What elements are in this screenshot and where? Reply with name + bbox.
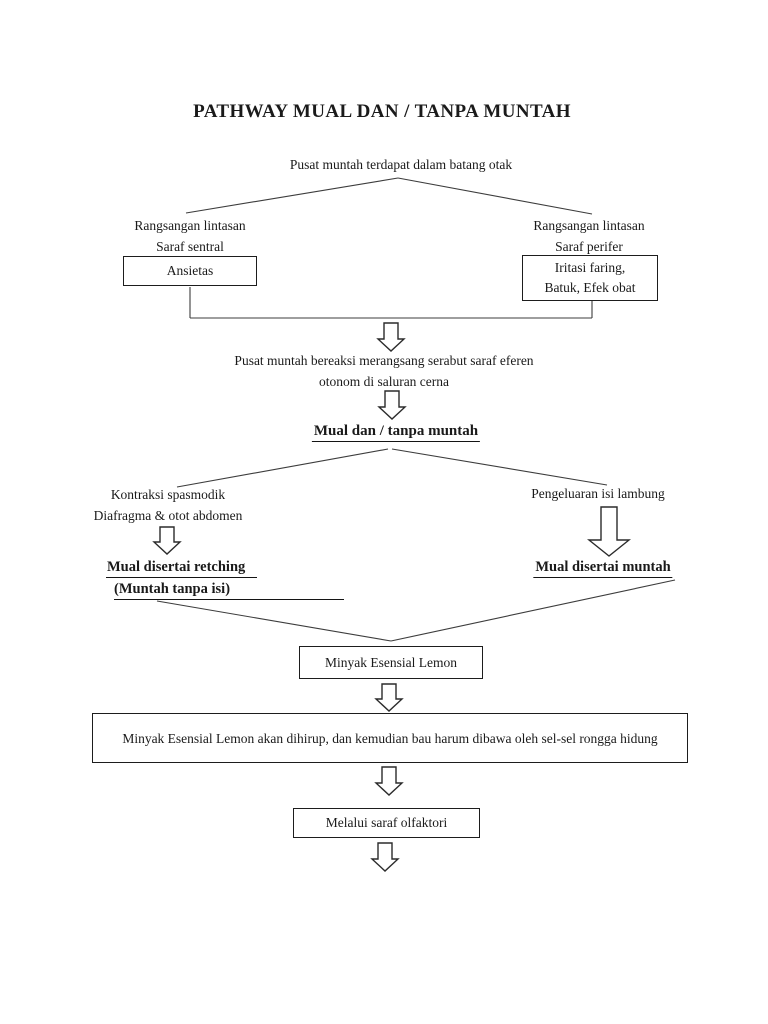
box-lemon: Minyak Esensial Lemon (299, 646, 483, 679)
down-arrow-to-olfactory (374, 766, 404, 796)
down-arrow-to-outcome (377, 390, 407, 420)
box-ansietas-label: Ansietas (166, 263, 214, 278)
label-central-pathway-line2: Saraf sentral (156, 239, 224, 254)
node-muntah-result: Mual disertai muntah (533, 559, 673, 578)
down-arrow-final (370, 842, 400, 872)
box-olfactory: Melalui saraf olfaktori (293, 808, 480, 838)
label-central-pathway: Rangsangan lintasan Saraf sentral (134, 215, 245, 257)
node-retching-line2: (Muntah tanpa isi) (114, 581, 344, 600)
connector-outcome-to-right (391, 448, 608, 486)
node-reaction-line2: otonom di saluran cerna (318, 374, 450, 389)
node-reaction-line1: Pusat muntah bereaksi merangsang serabut… (234, 353, 534, 368)
box-mechanism-text: Minyak Esensial Lemon akan dihirup, dan … (122, 730, 658, 746)
down-arrow-right-branch (587, 506, 631, 557)
node-kontraksi-line1: Kontraksi spasmodik (110, 487, 226, 502)
node-retching-line1: Mual disertai retching (106, 559, 258, 578)
node-kontraksi-line2: Diafragma & otot abdomen (93, 508, 243, 523)
node-pengeluaran: Pengeluaran isi lambung (531, 486, 665, 501)
box-iritasi-line1: Iritasi faring, (554, 260, 626, 275)
box-mechanism: Minyak Esensial Lemon akan dihirup, dan … (92, 713, 688, 763)
down-arrow-to-mechanism (374, 683, 404, 712)
diagram-title: PATHWAY MUAL DAN / TANPA MUNTAH (193, 101, 571, 122)
label-peripheral-pathway-line2: Saraf perifer (555, 239, 623, 254)
node-outcome: Mual dan / tanpa muntah (311, 423, 481, 442)
box-ansietas: Ansietas (123, 256, 257, 286)
connector-root-to-right (397, 177, 593, 215)
box-lemon-label: Minyak Esensial Lemon (325, 654, 457, 670)
box-iritasi: Iritasi faring, Batuk, Efek obat (522, 255, 658, 301)
label-peripheral-pathway-line1: Rangsangan lintasan (533, 218, 645, 233)
label-peripheral-pathway: Rangsangan lintasan Saraf perifer (533, 215, 644, 257)
label-central-pathway-line1: Rangsangan lintasan (134, 218, 246, 233)
node-root: Pusat muntah terdapat dalam batang otak (289, 157, 513, 172)
connector-right-to-lemon (390, 579, 676, 642)
down-arrow-to-reaction (376, 322, 406, 352)
node-kontraksi: Kontraksi spasmodik Diafragma & otot abd… (94, 484, 243, 526)
connector-left-to-lemon (156, 600, 392, 642)
node-reaction: Pusat muntah bereaksi merangsang serabut… (234, 350, 533, 392)
connector-root-to-left (185, 177, 399, 214)
box-iritasi-line2: Batuk, Efek obat (544, 280, 636, 295)
box-olfactory-label: Melalui saraf olfaktori (325, 815, 448, 830)
down-arrow-left-branch (152, 526, 182, 555)
connector-outcome-to-left (176, 448, 389, 488)
